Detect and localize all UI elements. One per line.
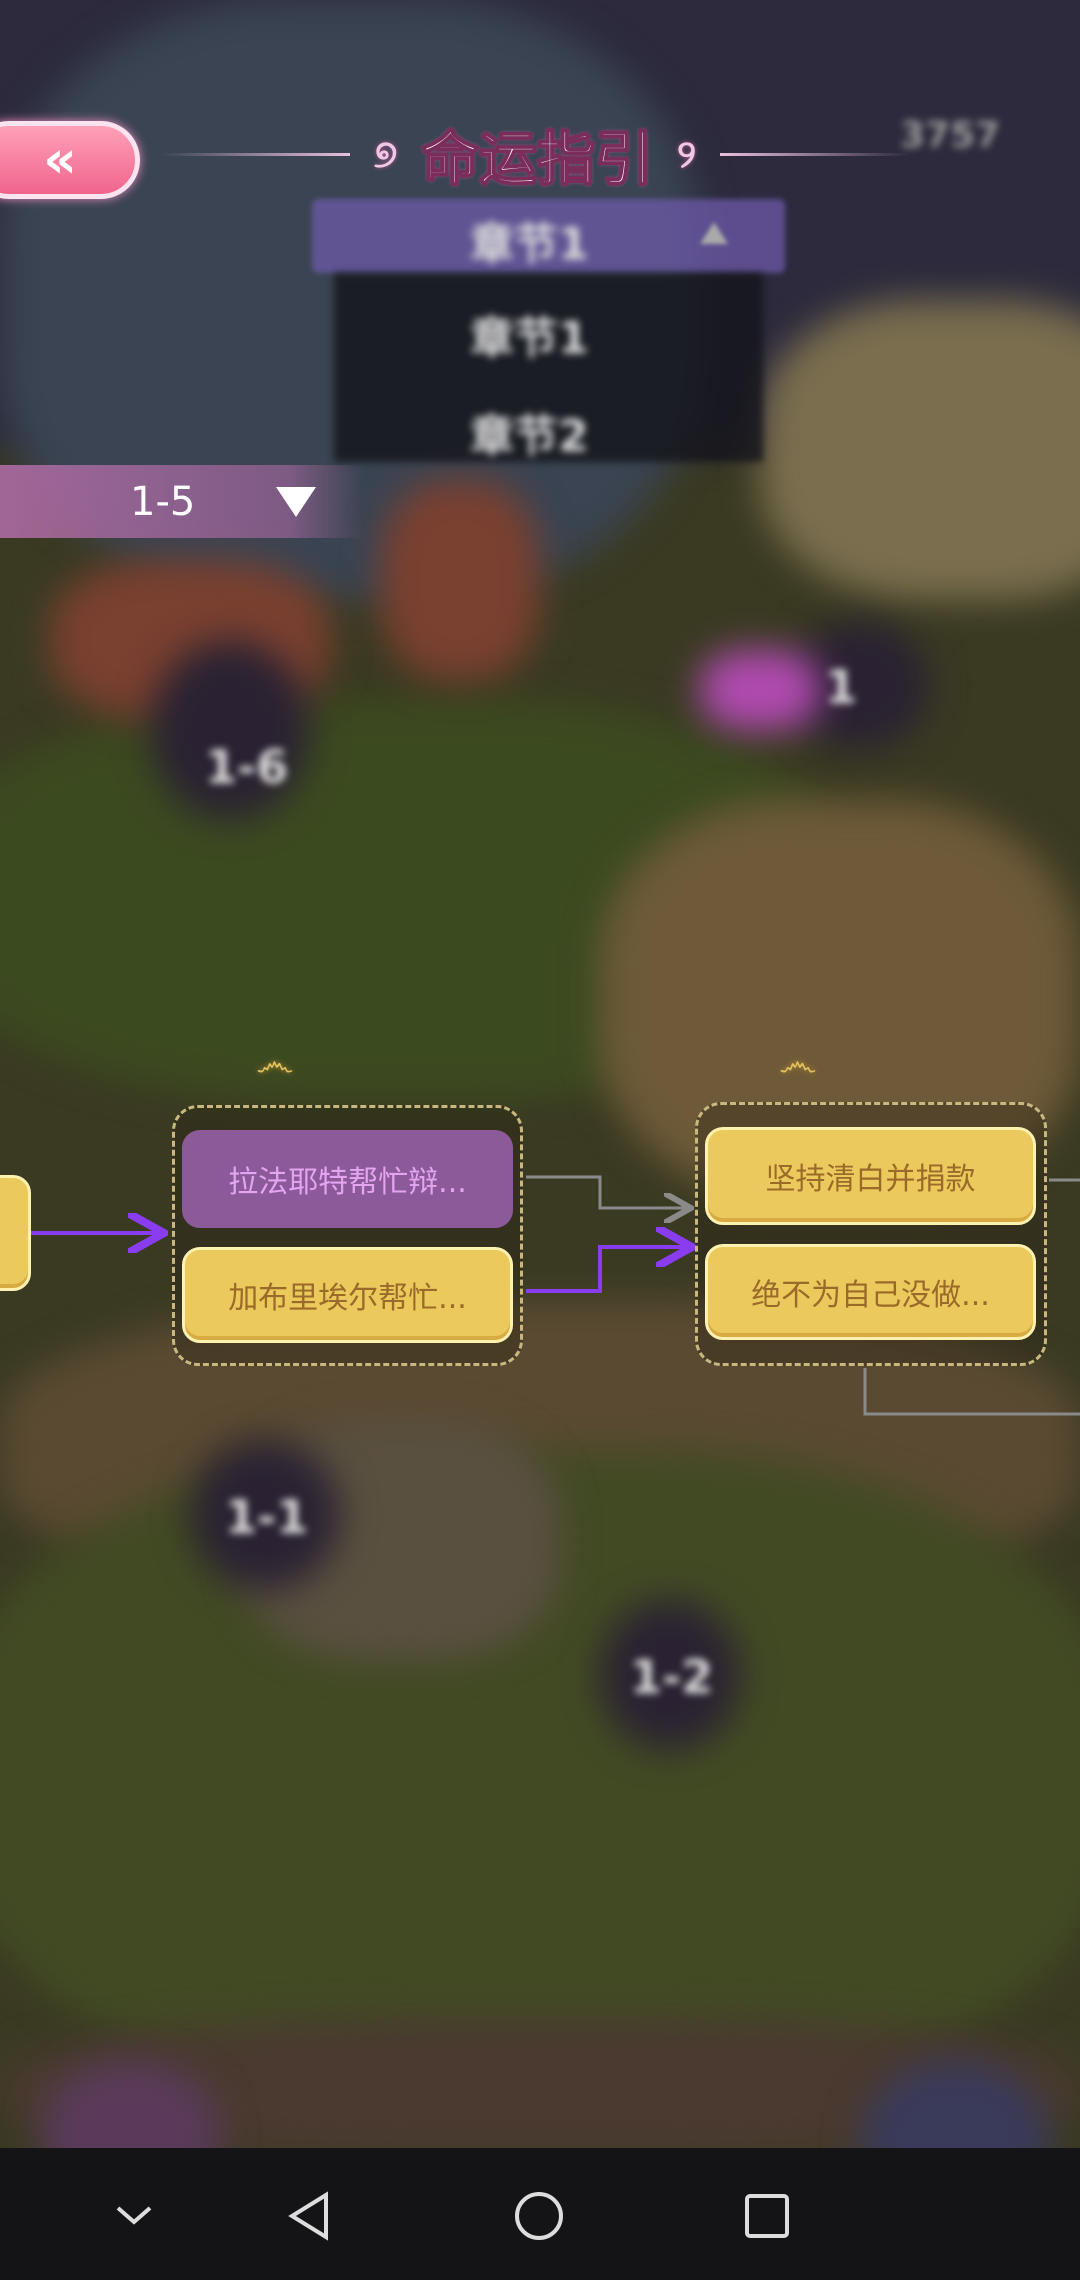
choice-group: 坚持清白并捐款 绝不为自己没做... [695, 1102, 1047, 1366]
map-node-label: 1-6 [205, 740, 289, 794]
chevron-down-icon[interactable] [106, 2188, 162, 2244]
back-button[interactable]: « [0, 121, 140, 199]
page-title: 命运指引 [420, 124, 654, 194]
choice-option[interactable]: 加布里埃尔帮忙... [182, 1247, 513, 1343]
crown-ornament-icon: ෴ [256, 1040, 294, 1086]
choice-group: 拉法耶特帮忙辩... 加布里埃尔帮忙... [172, 1105, 523, 1366]
triangle-down-icon [276, 487, 316, 517]
chapter-option[interactable]: 章节1 [470, 313, 589, 364]
back-triangle-icon[interactable] [280, 2188, 336, 2244]
page-title-bar: ୭ 命运指引 ୨ [0, 112, 1080, 196]
flourish-icon: ୭ [373, 131, 398, 176]
double-chevron-left-icon: « [43, 130, 77, 190]
map-node-label: 1-1 [225, 1490, 309, 1544]
active-arrow [526, 1247, 688, 1293]
inactive-arrow [526, 1175, 688, 1208]
crown-ornament-icon: ෴ [779, 1040, 817, 1086]
chapter-dropdown-selected[interactable]: 章节1 [470, 219, 589, 270]
choice-option[interactable]: 坚持清白并捐款 [705, 1127, 1036, 1225]
stage-filter[interactable]: 1-5 [0, 465, 363, 538]
chevron-up-icon [700, 222, 728, 244]
title-divider [720, 152, 911, 156]
map-node-label: 1-2 [630, 1650, 714, 1704]
choice-option[interactable]: 绝不为自己没做... [705, 1244, 1036, 1340]
recents-square-icon[interactable] [739, 2188, 795, 2244]
home-circle-icon[interactable] [511, 2188, 567, 2244]
inactive-connector [863, 1368, 1080, 1416]
title-divider [159, 152, 350, 156]
currency-count: 3757 [900, 115, 1001, 156]
chapter-option[interactable]: 章节2 [470, 411, 589, 462]
map-node-label: 1 [825, 660, 858, 714]
flourish-icon: ୨ [677, 131, 697, 176]
chapter-dropdown-list [334, 273, 763, 462]
choice-option-selected[interactable]: 拉法耶特帮忙辩... [182, 1130, 513, 1228]
previous-option-partial[interactable] [0, 1175, 31, 1291]
system-nav-bar [0, 2148, 1080, 2280]
stage-filter-value: 1-5 [130, 478, 196, 525]
